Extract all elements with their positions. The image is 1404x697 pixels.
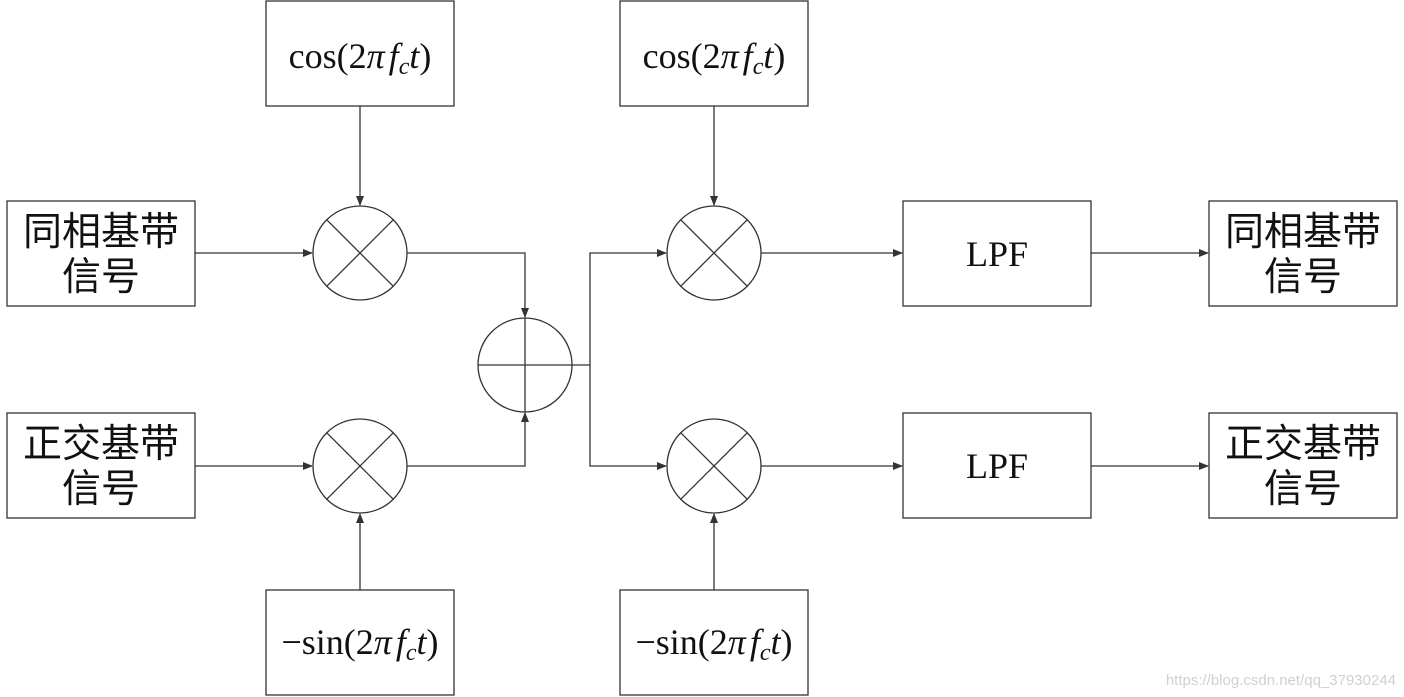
svg-text:LPF: LPF [966,234,1028,274]
svg-text:信号: 信号 [1264,467,1342,512]
quadrature-baseband-input: 正交基带 信号 [6,412,196,519]
quadrature-baseband-output: 正交基带 信号 [1208,412,1398,519]
svg-text:信号: 信号 [62,467,140,512]
svg-text:信号: 信号 [1264,255,1342,300]
adder-icon [477,317,573,413]
svg-text:同相基带: 同相基带 [1225,210,1381,255]
lpf-top: LPF [902,200,1092,307]
inphase-baseband-output: 同相基带 信号 [1208,200,1398,307]
svg-text:正交基带: 正交基带 [1225,422,1381,467]
multiplier-icon [666,205,762,301]
svg-text:同相基带: 同相基带 [23,210,179,255]
svg-text:信号: 信号 [62,255,140,300]
multiplier-icon [312,205,408,301]
watermark-text: https://blog.csdn.net/qq_37930244 [1166,672,1396,689]
signal-wires [195,106,1209,590]
inphase-baseband-input: 同相基带 信号 [6,200,196,307]
multiplier-icon [666,418,762,514]
lpf-bottom: LPF [902,412,1092,519]
svg-text:LPF: LPF [966,446,1028,486]
multiplier-icon [312,418,408,514]
svg-text:正交基带: 正交基带 [23,422,179,467]
